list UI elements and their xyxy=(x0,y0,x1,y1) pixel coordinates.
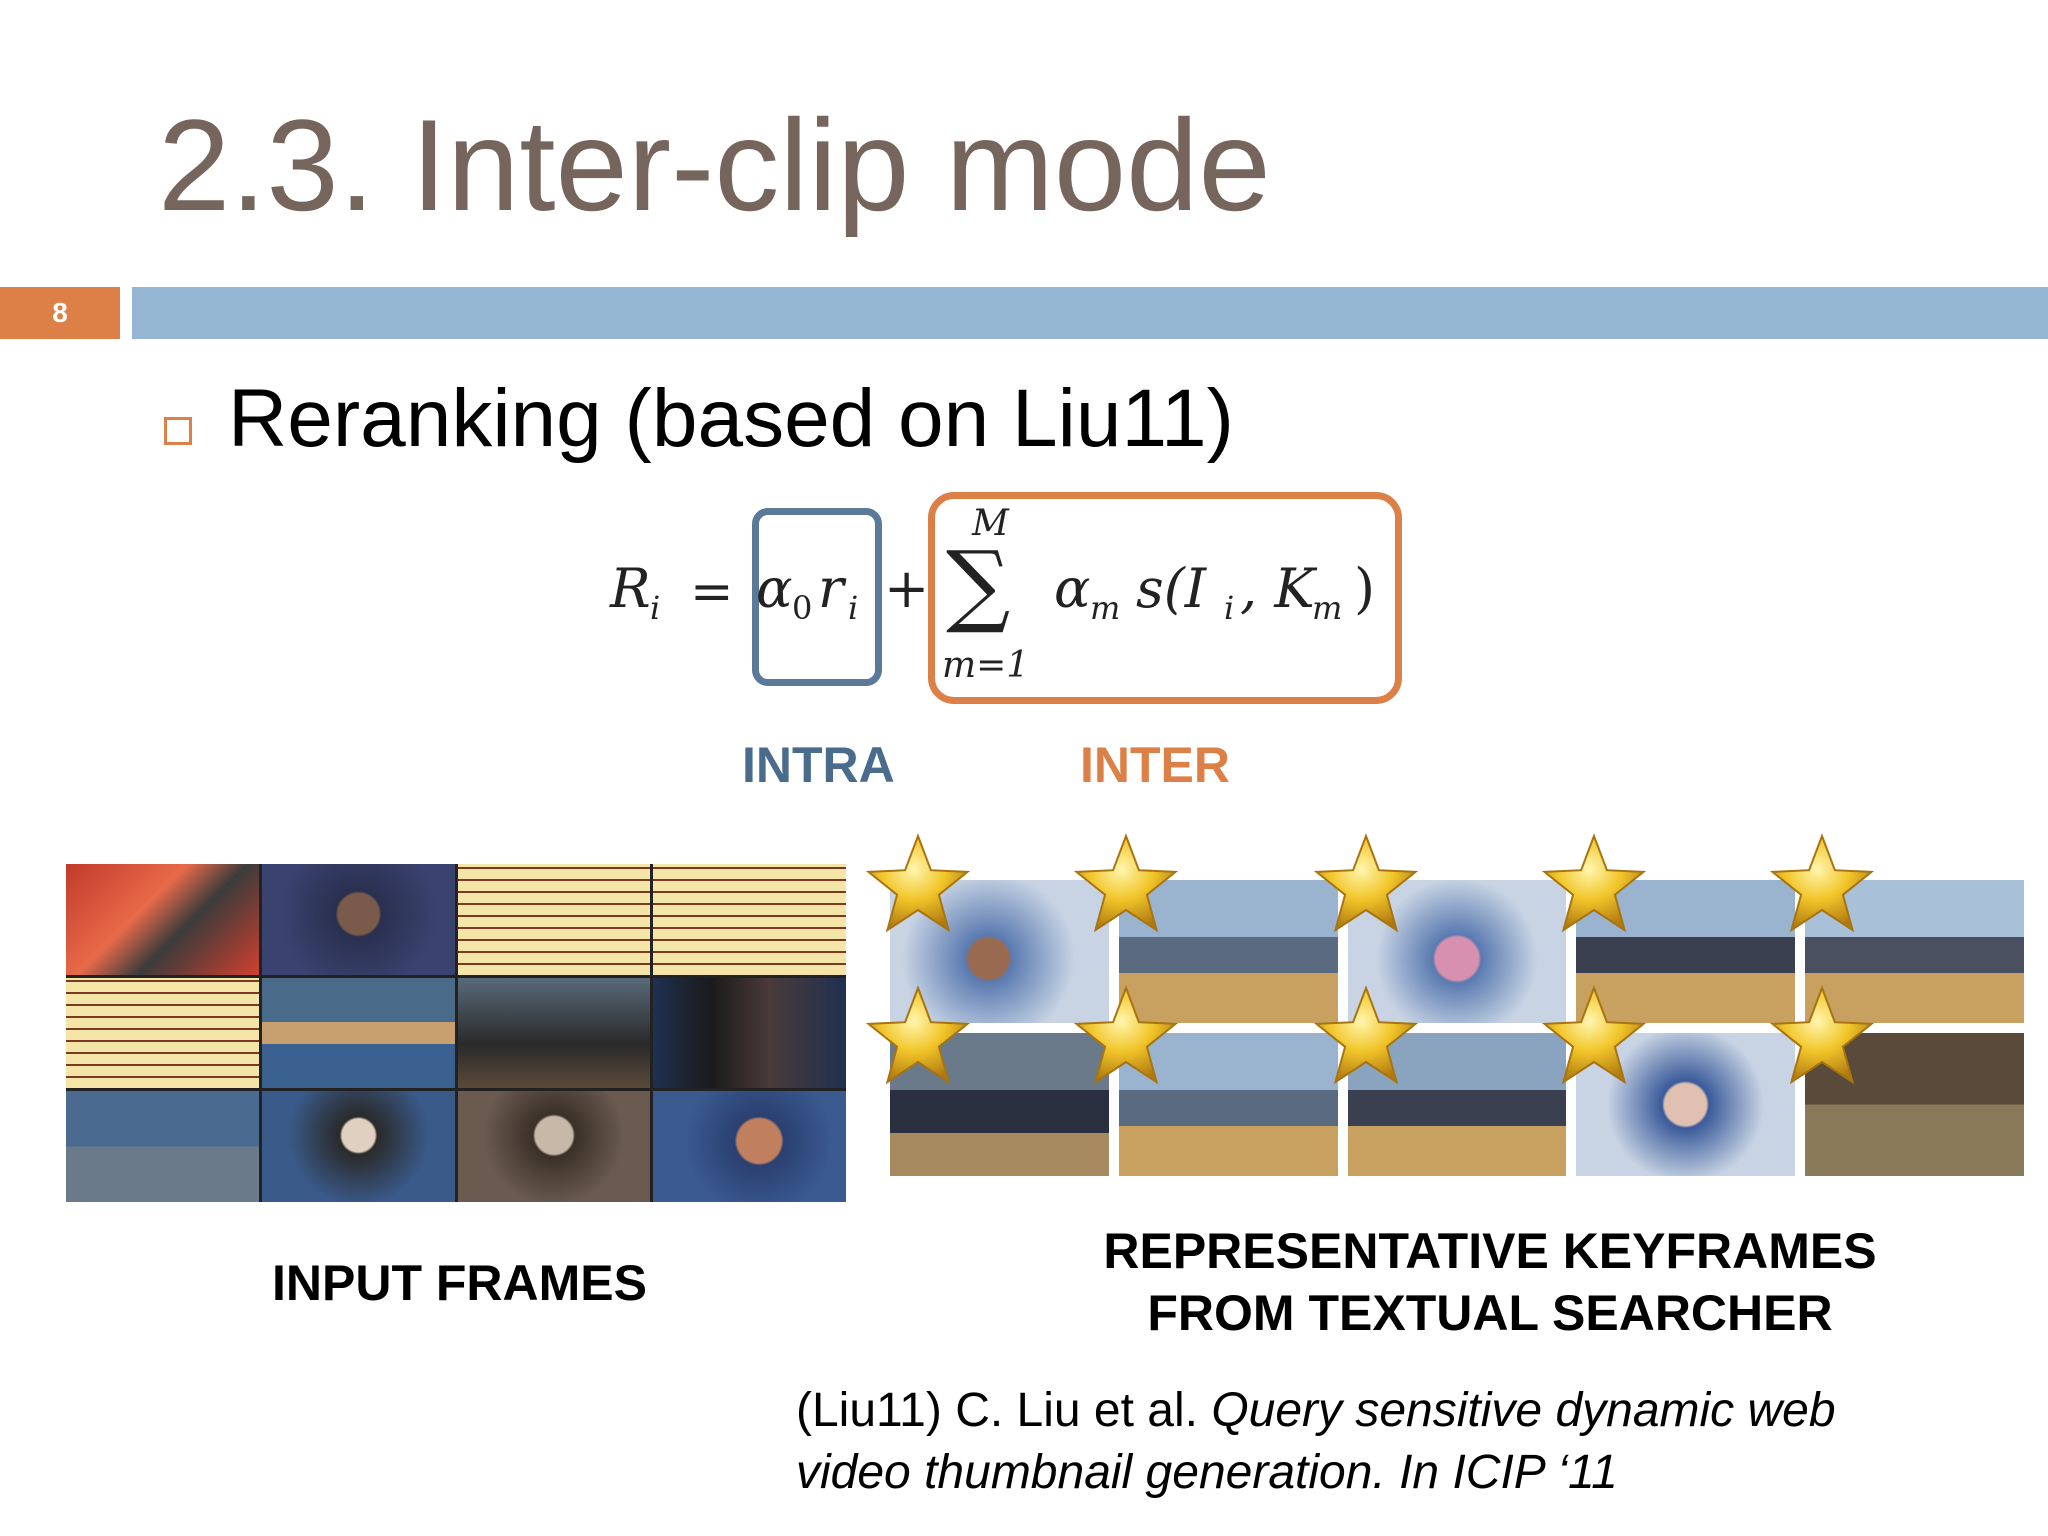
keyframe xyxy=(1347,1033,1567,1176)
input-frame xyxy=(653,977,846,1089)
inter-label: INTER xyxy=(1080,737,1230,793)
slide-title: 2.3. Inter-clip mode xyxy=(158,92,1271,238)
formula-k: , K xyxy=(1240,557,1315,620)
input-frame xyxy=(261,864,455,975)
input-frame xyxy=(66,864,259,975)
header-divider-bar xyxy=(132,287,2048,339)
keyframes-caption-line2: FROM TEXTUAL SEARCHER xyxy=(1147,1285,1833,1341)
bullet-square-icon xyxy=(164,417,192,445)
formula-lhs-sub: i xyxy=(650,589,661,627)
input-frame xyxy=(66,977,259,1089)
citation-title-line1: Query sensitive dynamic web xyxy=(1211,1384,1836,1437)
input-frame xyxy=(653,1091,846,1202)
keyframe xyxy=(1576,880,1796,1023)
formula-alpha-m-sub: m xyxy=(1090,589,1121,627)
keyframe xyxy=(1576,1033,1796,1176)
input-frame xyxy=(653,864,846,975)
formula-equals: = xyxy=(690,562,734,622)
citation: (Liu11) C. Liu et al. Query sensitive dy… xyxy=(796,1380,1836,1504)
formula-alpha-m: α xyxy=(1054,557,1091,620)
input-frame xyxy=(457,1091,651,1202)
formula-i-sub: i xyxy=(1224,589,1235,627)
keyframes-caption-line1: REPRESENTATIVE KEYFRAMES xyxy=(1103,1223,1877,1279)
inter-highlight-box xyxy=(928,492,1402,704)
formula-s-func: s(I xyxy=(1136,557,1207,620)
input-frame xyxy=(457,864,651,975)
formula-r: r xyxy=(818,557,844,620)
input-frame xyxy=(66,1091,259,1202)
slide-number: 8 xyxy=(0,287,120,339)
citation-title-line2: video thumbnail generation. In ICIP ‘11 xyxy=(796,1446,1618,1499)
input-frame xyxy=(261,1091,455,1202)
keyframes-caption: REPRESENTATIVE KEYFRAMES FROM TEXTUAL SE… xyxy=(1090,1220,1890,1344)
formula-alpha0: α xyxy=(756,557,793,620)
formula-alpha0-sub: 0 xyxy=(792,589,813,627)
bullet-text: Reranking (based on Liu11) xyxy=(228,373,1234,464)
formula-r-sub: i xyxy=(848,589,859,627)
formula-sum-bottom: m=1 xyxy=(942,645,1030,686)
formula-sum-top: M xyxy=(972,503,1009,544)
keyframe xyxy=(1805,1033,2024,1176)
keyframe xyxy=(1805,880,2024,1023)
intra-highlight-box xyxy=(752,508,882,686)
input-frames-caption: INPUT FRAMES xyxy=(272,1255,647,1311)
formula-close-paren: ) xyxy=(1354,557,1376,620)
formula-plus: + xyxy=(884,557,930,620)
keyframes-grid xyxy=(890,880,2024,1176)
intra-label: INTRA xyxy=(742,737,895,793)
keyframe xyxy=(1118,1033,1338,1176)
formula-sum-symbol: ∑ xyxy=(946,532,1011,637)
citation-prefix: (Liu11) C. Liu et al. xyxy=(796,1384,1212,1437)
input-frame xyxy=(261,977,455,1089)
keyframe xyxy=(890,880,1109,1023)
formula-k-sub: m xyxy=(1312,589,1343,627)
keyframe xyxy=(1118,880,1338,1023)
keyframe xyxy=(890,1033,1109,1176)
formula-lhs: R xyxy=(610,557,651,620)
input-frames-grid xyxy=(66,864,846,1202)
keyframe xyxy=(1347,880,1567,1023)
input-frame xyxy=(457,977,651,1089)
